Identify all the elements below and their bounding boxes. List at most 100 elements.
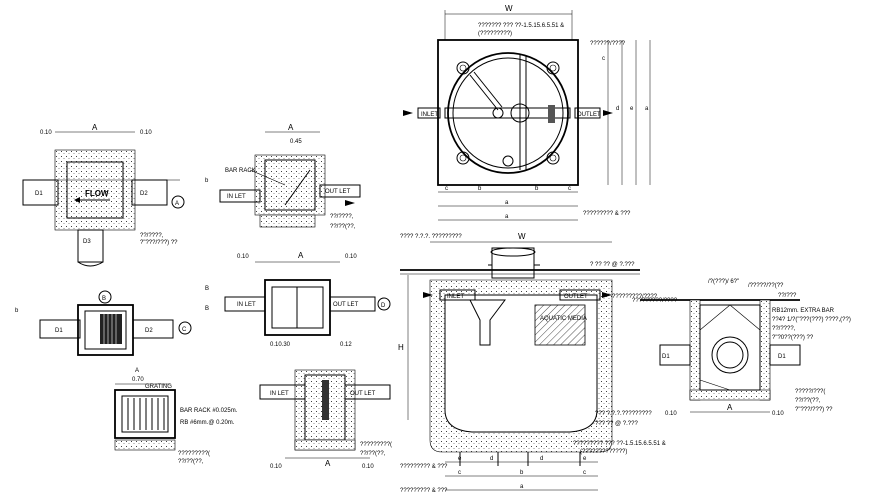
svg-text:??????? ??? ??-1.5.15.6.5.51 &: ??????? ??? ??-1.5.15.6.5.51 & (478, 23, 564, 29)
svg-text:??????/????: ??????/???? (590, 41, 626, 47)
svg-text:a: a (505, 214, 509, 220)
grating-dim-070: 0.70 (132, 377, 144, 383)
barrack-dim-a: A (288, 123, 294, 132)
svg-text:??/????,: ??/????, (140, 233, 164, 239)
flow-label: FLOW (85, 189, 109, 198)
svg-text:(?????????): (?????????) (478, 31, 512, 37)
svg-text:/?(???)/ 6?": /?(???)/ 6?" (708, 279, 739, 285)
mid-dim-012: 0.12 (340, 342, 352, 348)
svg-text:B: B (205, 306, 209, 312)
svg-text:????????? ??? ??-1.5.15.6.5.51: ????????? ??? ??-1.5.15.6.5.51 & (573, 441, 666, 447)
svg-text:c: c (445, 186, 448, 192)
svg-text:???? ?.?.?. ?????????: ???? ?.?.?. ????????? (400, 234, 462, 240)
plan-inlet-label: INLET (421, 112, 438, 118)
svg-text:d: d (616, 106, 619, 112)
flow-dim-010-left: 0.10 (40, 130, 52, 136)
svg-text:??4? 1/?("???(???) ????,(??): ??4? 1/?("???(???) ????,(??) (772, 317, 851, 323)
svg-text:B: B (205, 286, 209, 292)
callout-d: D (381, 303, 386, 309)
grating-d1-label: D1 (55, 328, 63, 334)
mid-dim-010-right: 0.10 (345, 254, 357, 260)
flow-d3-label: D3 (83, 239, 91, 245)
svg-text:?????????(: ?????????( (178, 451, 210, 457)
manhole-dim-010-left: 0.10 (665, 411, 677, 417)
plan-dim-b2: b (535, 186, 539, 192)
plan-dim-b1: b (478, 186, 482, 192)
grating-plan-view: B D1 D2 C b (15, 290, 192, 356)
bottom-dim-010-right: 0.10 (362, 464, 374, 470)
bottom-inlet-label: IN LET (270, 391, 289, 397)
callout-b: B (102, 296, 106, 302)
extra-bar-label: RB12mm. EXTRA BAR (772, 308, 835, 314)
bottom-dim-a: A (325, 459, 331, 468)
mid-dim-010-left: 0.10 (237, 254, 249, 260)
svg-text:e: e (458, 456, 462, 462)
svg-text:????????? & ???: ????????? & ??? (583, 211, 631, 217)
middle-plan-view: 0.10 A 0.10 IN LET OUT LET D 0.10.30 0.1… (205, 251, 391, 348)
svg-text:??/????,: ??/????, (772, 326, 796, 332)
flow-plan-view: 0.10 A 0.10 D1 D2 FLOW D3 A ??/????, ?"?… (22, 123, 185, 267)
svg-text:e: e (583, 456, 587, 462)
section-outlet-label: OUTLET (564, 294, 588, 300)
svg-text:????????? & ???: ????????? & ??? (400, 488, 448, 494)
svg-text:c: c (583, 470, 586, 476)
manhole-d1-left: D1 (662, 354, 670, 360)
svg-text:(?????????????): (?????????????) (580, 449, 627, 455)
svg-text:?????????/????: ?????????/???? (612, 294, 658, 300)
aquatic-media-label: AQUATIC MEDIA (540, 316, 587, 322)
svg-text:??? ?.?.?.?????????: ??? ?.?.?.????????? (595, 411, 652, 417)
mid-inlet-label: IN LET (237, 302, 256, 308)
svg-text:?"???/???) ??: ?"???/???) ?? (140, 240, 178, 246)
svg-text:d: d (540, 456, 543, 462)
barrack-dim-045: 0.45 (290, 139, 302, 145)
plan-width-label: W (505, 4, 513, 13)
tank-plan-view: INLET OUTLET W ??????? ??? ??-1.5.15.6.5… (403, 4, 651, 221)
svg-text:??/??(??,: ??/??(??, (330, 224, 356, 230)
callout-a: A (175, 201, 179, 207)
manhole-dim-010-right: 0.10 (772, 411, 784, 417)
grating-label: GRATING (145, 384, 172, 390)
svg-text:a: a (520, 484, 524, 490)
svg-text:??/????,: ??/????, (330, 214, 354, 220)
outlet-section: IN LET OUT LET 0.10 A 0.10 ?????????( ??… (259, 369, 392, 470)
svg-text:c: c (458, 470, 461, 476)
section-width-label: W (518, 232, 526, 241)
svg-text:??/??(??,: ??/??(??, (795, 398, 821, 404)
callout-c: C (182, 327, 187, 333)
rb-spec: RB #6mm.@ 0.20m. (180, 420, 235, 426)
svg-text:b: b (15, 308, 19, 314)
svg-text:/?????/??(??: /?????/??(?? (748, 283, 784, 289)
svg-text:????????? & ???: ????????? & ??? (400, 464, 448, 470)
tank-section-view: W ???? ?.?.?. ????????? AQUATIC MEDIA IN… (398, 232, 666, 494)
svg-text:??? ?? @ ?.???: ??? ?? @ ?.??? (595, 421, 638, 427)
section-inlet-label: INLET (447, 294, 464, 300)
bar-rack-section: A 0.45 BAR RACK IN LET OUT LET ??/????, … (205, 123, 361, 230)
flow-dim-010-right: 0.10 (140, 130, 152, 136)
barrack-inlet-label: IN LET (227, 194, 246, 200)
svg-text:b: b (520, 470, 524, 476)
bar-rack-label: BAR RACK (225, 168, 256, 174)
svg-text:a: a (645, 106, 649, 112)
grating-d2-label: D2 (145, 328, 153, 334)
svg-text:c: c (568, 186, 571, 192)
grating-detail: A 0.70 GRATING BAR RACK #0.025m. RB #6mm… (114, 368, 238, 465)
mid-outlet-label: OUT LET (333, 302, 359, 308)
manhole-detail: D1 D1 /?(???)/ 6?" /?????/??(?? ????????… (632, 279, 851, 417)
svg-text:?????/???(: ?????/???( (795, 389, 825, 395)
svg-text:?"???/???) ??: ?"???/???) ?? (795, 407, 833, 413)
svg-text:c: c (602, 56, 605, 62)
svg-text:b: b (205, 178, 209, 184)
bar-rack-spec: BAR RACK #0.025m. (180, 408, 238, 414)
manhole-dim-a: A (727, 403, 733, 412)
svg-text:? ?? ?? @ ?.???: ? ?? ?? @ ?.??? (590, 262, 635, 268)
svg-text:?????????(: ?????????( (360, 442, 392, 448)
svg-text:??/???: ??/??? (778, 293, 797, 299)
flow-d1-label: D1 (35, 191, 43, 197)
mid-dim-a: A (298, 251, 304, 260)
mid-dim-01030: 0.10.30 (270, 342, 291, 348)
bottom-outlet-label: OUT LET (350, 391, 376, 397)
svg-text:a: a (505, 200, 509, 206)
svg-text:e: e (630, 106, 634, 112)
bottom-dim-010-left: 0.10 (270, 464, 282, 470)
